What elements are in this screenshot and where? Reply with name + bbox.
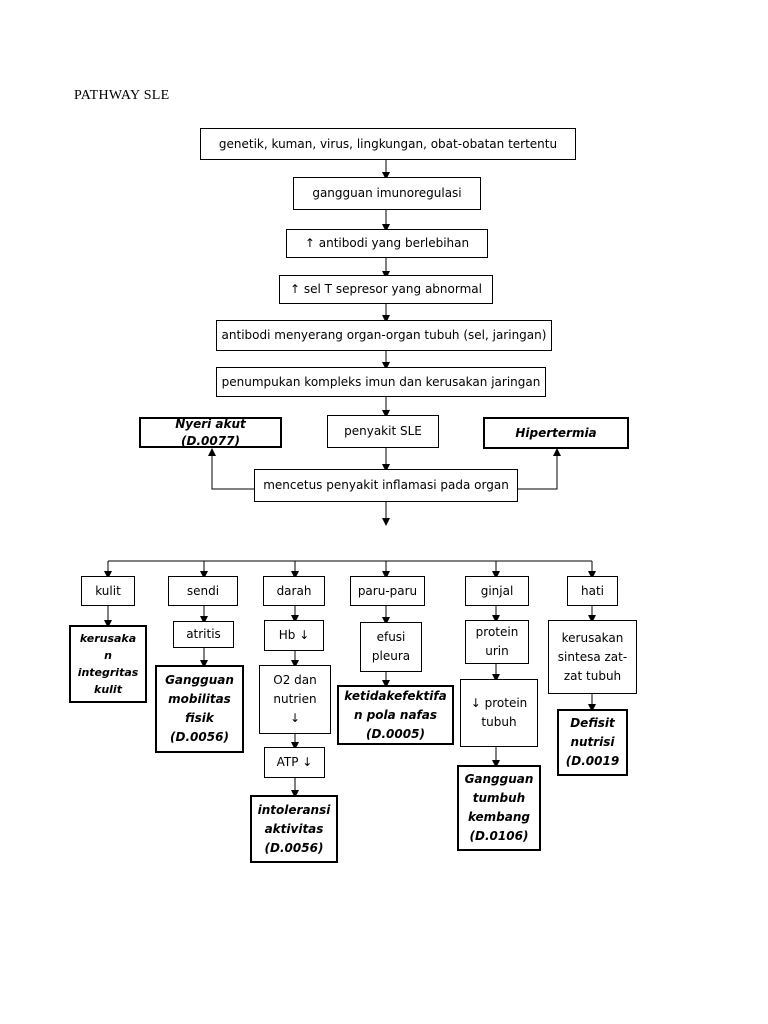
kulit-dx-line-1: kerusaka (79, 632, 137, 645)
organ-hati-text: hati (581, 583, 604, 598)
gangguan-box: gangguan imunoregulasi (293, 177, 481, 210)
atritis-text: atritis (186, 627, 221, 641)
kerusakan-line-2: sintesa zat- (557, 649, 628, 664)
organ-paru-text: paru-paru (357, 583, 418, 598)
arrow-mencetus-hipertermia (518, 448, 561, 490)
kulit-dx-line-4: kulit (94, 683, 122, 696)
organ-paru-box: paru-paru (350, 576, 425, 606)
sendi-dx-line-4: (D.0056) (170, 730, 229, 744)
protein-urin-line-1: protein (475, 625, 519, 639)
mencetus-text: mencetus penyakit inflamasi pada organ (263, 478, 509, 492)
arrow-mencetus-nyeri (208, 448, 254, 490)
organ-darah-box: darah (263, 576, 325, 606)
paru-dx-line-1: ketidakefektifa (344, 688, 447, 703)
hb-box: Hb ↓ (264, 620, 324, 651)
sel-t-box: ↑ sel T sepresor yang abnormal (279, 275, 493, 304)
sendi-dx-line-2: mobilitas (168, 692, 231, 706)
efusi-line-2: pleura (371, 649, 411, 663)
darah-dx-line-2: aktivitas (264, 821, 324, 836)
kulit-dx-line-3: integritas (77, 666, 139, 679)
kulit-diagnosis-box: kerusaka n integritas kulit (69, 625, 147, 703)
atp-text: ATP ↓ (276, 755, 313, 769)
protein-tubuh-box: ↓ protein tubuh (460, 679, 538, 747)
page-title: PATHWAY SLE (74, 88, 170, 103)
darah-dx-line-3: (D.0056) (264, 840, 324, 855)
penumpukan-box: penumpukan kompleks imun dan kerusakan j… (216, 367, 546, 397)
darah-diagnosis-box: intoleransi aktivitas (D.0056) (250, 795, 338, 863)
hati-dx-line-1: Defisit (570, 716, 615, 730)
sendi-dx-line-3: fisik (185, 711, 214, 725)
paru-diagnosis-box: ketidakefektifa n pola nafas (D.0005) (337, 685, 454, 745)
o2-line-2: nutrien (273, 692, 317, 706)
menyerang-box: antibodi menyerang organ-organ tubuh (se… (216, 320, 552, 351)
atritis-box: atritis (173, 621, 234, 648)
genetik-box: genetik, kuman, virus, lingkungan, obat-… (200, 128, 576, 160)
paru-dx-line-3: (D.0005) (366, 726, 425, 741)
ginjal-diagnosis-box: Gangguan tumbuh kembang (D.0106) (457, 765, 541, 851)
protein-tubuh-line-1: ↓ protein (470, 696, 528, 710)
mencetus-box: mencetus penyakit inflamasi pada organ (254, 469, 518, 502)
organ-ginjal-text: ginjal (480, 583, 514, 598)
ginjal-dx-line-1: Gangguan (464, 772, 534, 786)
darah-dx-line-1: intoleransi (257, 802, 331, 817)
penyakit-sle-box: penyakit SLE (327, 415, 439, 448)
genetik-text: genetik, kuman, virus, lingkungan, obat-… (218, 136, 558, 151)
o2-line-3: ↓ (289, 711, 301, 725)
hati-dx-line-3: (D.0019 (565, 754, 620, 768)
organ-kulit-text: kulit (95, 583, 121, 598)
sendi-dx-line-1: Gangguan (165, 673, 234, 687)
ginjal-dx-line-2: tumbuh (472, 791, 526, 805)
protein-urin-box: protein urin (465, 620, 529, 664)
organ-ginjal-box: ginjal (465, 576, 529, 606)
organ-sendi-text: sendi (186, 583, 220, 598)
organ-hati-box: hati (567, 576, 618, 606)
antibodi-box: ↑ antibodi yang berlebihan (286, 229, 488, 258)
organ-sendi-box: sendi (168, 576, 238, 606)
hati-dx-line-2: nutrisi (570, 735, 615, 749)
protein-tubuh-line-2: tubuh (481, 715, 517, 729)
efusi-line-1: efusi (376, 630, 406, 644)
sel-t-text: ↑ sel T sepresor yang abnormal (290, 282, 482, 296)
o2-nutrien-box: O2 dan nutrien ↓ (259, 665, 331, 734)
o2-line-1: O2 dan (273, 673, 317, 687)
kerusakan-line-1: kerusakan (561, 630, 624, 645)
hb-text: Hb ↓ (278, 628, 310, 642)
protein-urin-line-2: urin (485, 644, 509, 658)
organ-darah-text: darah (276, 583, 312, 598)
kulit-dx-line-2: n (104, 649, 112, 662)
penyakit-sle-text: penyakit SLE (344, 424, 422, 438)
sendi-diagnosis-box: Gangguan mobilitas fisik (D.0056) (155, 665, 244, 753)
atp-box: ATP ↓ (264, 747, 325, 778)
hipertermia-text: Hipertermia (515, 425, 597, 440)
gangguan-text: gangguan imunoregulasi (312, 186, 462, 200)
kerusakan-line-3: zat tubuh (563, 668, 622, 683)
paru-dx-line-2: n pola nafas (353, 707, 438, 722)
penumpukan-text: penumpukan kompleks imun dan kerusakan j… (221, 374, 541, 389)
kerusakan-sintesa-box: kerusakan sintesa zat- zat tubuh (548, 620, 637, 694)
antibodi-text: ↑ antibodi yang berlebihan (304, 236, 470, 250)
organ-kulit-box: kulit (81, 576, 135, 606)
ginjal-dx-line-3: kembang (467, 810, 530, 824)
efusi-pleura-box: efusi pleura (360, 622, 422, 672)
hati-diagnosis-box: Defisit nutrisi (D.0019 (557, 709, 628, 776)
nyeri-akut-text: Nyeri akut (D.0077) (175, 416, 246, 448)
menyerang-text: antibodi menyerang organ-organ tubuh (se… (221, 328, 547, 342)
ginjal-dx-line-4: (D.0106) (469, 829, 529, 843)
nyeri-akut-box: Nyeri akut (D.0077) (139, 417, 282, 448)
hipertermia-box: Hipertermia (483, 417, 629, 449)
